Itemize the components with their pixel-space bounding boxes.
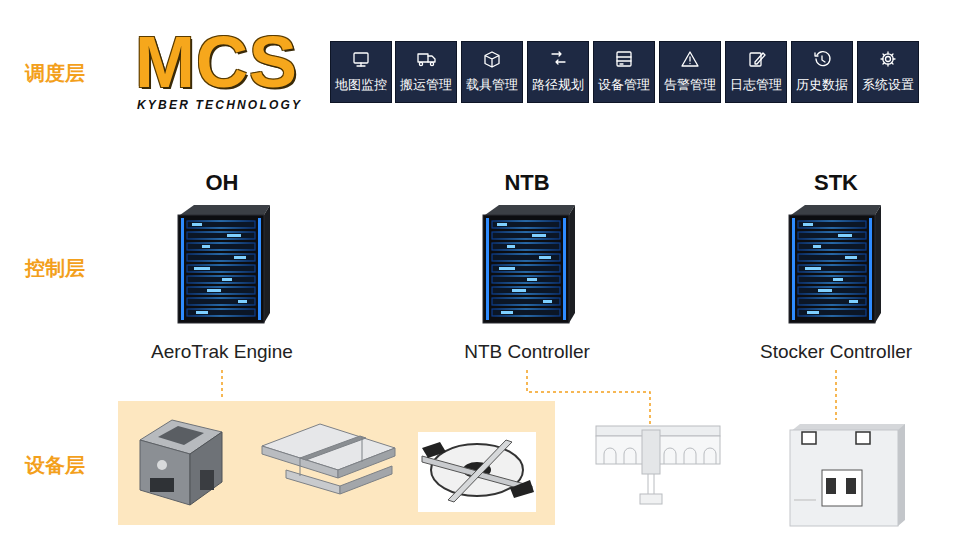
- menu-text: 历史数据: [796, 77, 848, 93]
- menu-button: 载具管理: [461, 41, 523, 103]
- menu-button: 地图监控: [330, 41, 392, 103]
- caption-row: AeroTrak Engine: [117, 340, 327, 364]
- server-title: STK: [814, 168, 858, 198]
- menu-button: 搬运管理: [395, 41, 457, 103]
- menu-text: 设备管理: [598, 77, 650, 93]
- controller-name: AeroTrak Engine: [148, 340, 296, 364]
- ntb-device: [596, 426, 720, 504]
- caption-row: Stocker Controller: [731, 340, 941, 364]
- menu-button: 路径规划: [527, 41, 589, 103]
- menu-text: 日志管理: [730, 77, 782, 93]
- route-icon: [552, 52, 565, 64]
- caption-row: NTB Controller: [422, 340, 632, 364]
- oh-vehicle: [140, 420, 222, 505]
- history-icon: [815, 52, 830, 66]
- warning-icon: [682, 52, 698, 66]
- layer-label: 控制层: [25, 255, 85, 281]
- menu-button: 历史数据: [791, 41, 853, 103]
- menu-text: 载具管理: [466, 77, 518, 93]
- menu-button: 系统设置: [857, 41, 919, 103]
- server-title: OH: [206, 168, 239, 198]
- logo-text: MCS: [135, 26, 298, 98]
- server-spacer: [731, 198, 941, 340]
- dashed-link: [222, 370, 836, 428]
- server-spacer: [422, 198, 632, 340]
- layer-label: 调度层: [25, 60, 85, 86]
- gear-icon: [881, 52, 895, 66]
- monitor-icon: [354, 53, 368, 66]
- server-node: NTB NTB Controller: [422, 168, 632, 364]
- menu-button: 告警管理: [659, 41, 721, 103]
- menu-text: 路径规划: [532, 77, 584, 93]
- menu-text: 地图监控: [335, 77, 387, 93]
- layer-label: 设备层: [25, 452, 85, 478]
- stocker-device: [790, 424, 905, 526]
- server-spacer: [117, 198, 327, 340]
- server-image: [178, 205, 881, 323]
- controller-name: NTB Controller: [461, 340, 593, 364]
- device-icon: [617, 52, 631, 66]
- device-panel: [118, 401, 555, 525]
- menu-text: 告警管理: [664, 77, 716, 93]
- truck-icon: [418, 54, 435, 66]
- logo-subtitle: KYBER TECHNOLOGY: [137, 98, 302, 112]
- edit-icon: [750, 53, 765, 66]
- controller-name: Stocker Controller: [757, 340, 915, 364]
- rail-track: [262, 424, 395, 494]
- turntable: [418, 432, 536, 512]
- menu-text: 搬运管理: [400, 77, 452, 93]
- server-node: STK Stocker Controller: [731, 168, 941, 364]
- cube-icon: [485, 52, 499, 67]
- menu-button: 日志管理: [725, 41, 787, 103]
- server-title: NTB: [504, 168, 549, 198]
- menu-text: 系统设置: [862, 77, 914, 93]
- menu-button: 设备管理: [593, 41, 655, 103]
- server-node: OH AeroTrak Engine: [117, 168, 327, 364]
